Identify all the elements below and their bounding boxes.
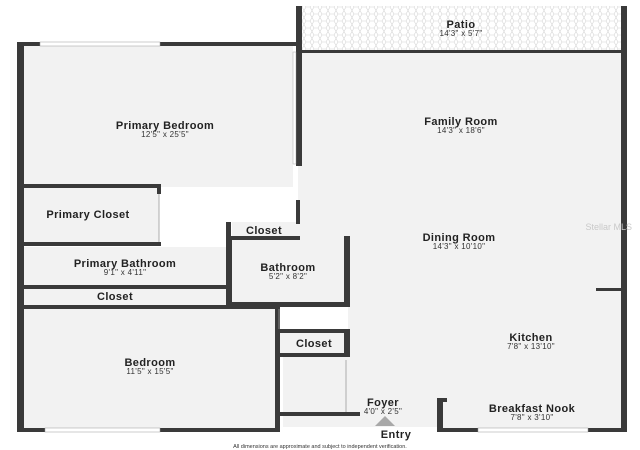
primary-closet-floor [23, 187, 159, 244]
bathroom-floor [232, 238, 348, 304]
primary-bathroom-name: Primary Bathroom [74, 258, 176, 270]
primary-bathroom-dims: 9'1" x 4'11" [104, 268, 146, 277]
windows [39, 41, 589, 433]
door-lines [158, 194, 347, 412]
dining-room-dims: 14'3" x 10'10" [433, 242, 486, 251]
patio-name: Patio [447, 19, 476, 31]
bedroom-name: Bedroom [124, 357, 175, 369]
bathroom-dims: 5'2" x 8'2" [269, 272, 307, 281]
lower-closet-name: Closet [296, 338, 332, 350]
primary-bedroom-floor [23, 45, 293, 187]
family-room-name: Family Room [424, 116, 497, 128]
primary-bedroom-dims: 12'5" x 25'5" [141, 130, 189, 139]
window-patio-door [292, 51, 297, 165]
watermark: Stellar MLS [585, 222, 632, 232]
entry-label: Entry [381, 429, 412, 441]
primary-closet-name: Primary Closet [46, 209, 129, 221]
foyer-dims: 4'0" x 2'5" [364, 407, 402, 416]
window-bottom-nook [477, 427, 589, 433]
primary-bedroom-name: Primary Bedroom [116, 120, 214, 132]
kitchen-name: Kitchen [509, 332, 552, 344]
patio-dims: 14'3" x 5'7" [439, 29, 482, 38]
upper-closet-floor [232, 222, 298, 238]
foyer-name: Foyer [367, 397, 399, 409]
breakfast-nook-name: Breakfast Nook [489, 403, 576, 415]
patio-area [302, 6, 621, 52]
bedroom-dims: 11'5" x 15'5" [126, 367, 173, 376]
bedroom-floor [23, 308, 277, 428]
primary-bathroom-floor [23, 247, 226, 287]
dining-room-name: Dining Room [423, 232, 496, 244]
kitchen-dims: 7'8" x 13'10" [507, 342, 555, 351]
disclaimer-text: All dimensions are approximate and subje… [233, 444, 407, 450]
window-top-bedroom [39, 41, 161, 47]
upper-closet-name: Closet [246, 225, 282, 237]
room-labels: Patio 14'3" x 5'7" Family Room 14'3" x 1… [46, 19, 575, 441]
window-bottom-bedroom [44, 427, 161, 433]
family-room-dims: 14'3" x 18'6" [437, 126, 485, 135]
hall-closet-name: Closet [97, 291, 133, 303]
hall-closet-floor [23, 288, 277, 308]
entry-arrow-icon [375, 416, 395, 426]
lower-closet-floor [280, 333, 348, 355]
family-room-floor [298, 52, 621, 238]
breakfast-nook-dims: 7'8" x 3'10" [510, 413, 553, 422]
foyer-floor [283, 355, 443, 427]
floor-fills [23, 45, 621, 428]
bathroom-name: Bathroom [260, 262, 315, 274]
breakfast-nook-floor [443, 402, 621, 428]
